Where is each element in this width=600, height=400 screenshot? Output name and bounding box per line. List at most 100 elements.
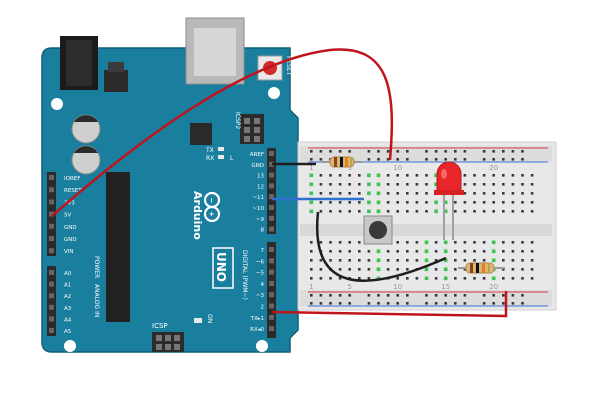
pin-label: IOREF xyxy=(64,176,80,182)
push-button-cap[interactable] xyxy=(369,221,387,239)
terminal-hole xyxy=(358,268,361,271)
terminal-hole xyxy=(511,277,515,280)
terminal-hole xyxy=(329,250,332,253)
terminal-hole xyxy=(530,277,534,280)
header-pin xyxy=(269,292,274,298)
connected-hole xyxy=(443,249,448,254)
connected-hole xyxy=(443,267,448,272)
header-pin xyxy=(49,187,54,193)
terminal-hole xyxy=(338,192,342,195)
terminal-hole xyxy=(521,241,524,244)
connected-hole xyxy=(376,276,381,281)
terminal-hole xyxy=(502,277,505,280)
pin-label: RESET xyxy=(64,188,82,194)
rail-hole xyxy=(425,302,428,305)
uno-badge: UNO xyxy=(212,247,234,289)
terminal-hole xyxy=(415,183,419,186)
pin-label: A3 xyxy=(64,306,72,312)
terminal-hole xyxy=(415,259,419,262)
terminal-hole xyxy=(310,259,313,262)
terminal-hole xyxy=(482,259,486,262)
terminal-hole xyxy=(425,201,428,204)
terminal-hole xyxy=(434,268,438,271)
pin-label: A0 xyxy=(64,271,72,277)
rail-hole xyxy=(454,302,457,305)
rail-hole xyxy=(338,294,342,297)
pin-label: 3V3 xyxy=(64,200,75,206)
terminal-hole xyxy=(338,241,342,244)
rail-hole xyxy=(482,158,486,161)
terminal-hole xyxy=(463,277,467,280)
header-pin xyxy=(49,223,54,229)
rail-hole xyxy=(444,294,447,297)
terminal-hole xyxy=(396,277,399,280)
header-pin xyxy=(269,280,274,286)
rail-hole xyxy=(492,294,495,297)
terminal-hole xyxy=(415,250,419,253)
pin-label: GND xyxy=(64,237,77,243)
rail-hole xyxy=(511,294,515,297)
header-pin xyxy=(49,316,54,322)
mounting-hole xyxy=(268,87,280,99)
header-pin xyxy=(269,247,274,252)
terminal-hole xyxy=(463,183,467,186)
rail-hole xyxy=(319,294,323,297)
terminal-hole xyxy=(463,250,467,253)
rail-hole xyxy=(367,158,371,161)
terminal-hole xyxy=(492,174,495,177)
pin-label: ~9 xyxy=(256,217,265,223)
terminal-hole xyxy=(386,174,390,177)
terminal-hole xyxy=(338,268,342,271)
column-number: 5 xyxy=(347,164,351,172)
header-pin xyxy=(269,303,274,309)
terminal-hole xyxy=(348,241,351,244)
power-rail-top xyxy=(300,146,552,162)
rail-hole xyxy=(492,158,495,161)
terminal-hole xyxy=(502,259,505,262)
terminal-hole xyxy=(463,174,467,177)
header-pin xyxy=(269,183,274,189)
terminal-hole xyxy=(338,174,342,177)
terminal-hole xyxy=(329,259,332,262)
rail-hole xyxy=(338,302,342,305)
terminal-hole xyxy=(492,183,495,186)
svg-text:UNO: UNO xyxy=(214,252,228,282)
rail-hole xyxy=(377,302,380,305)
rail-hole xyxy=(329,302,332,305)
terminal-hole xyxy=(396,259,399,262)
rail-hole xyxy=(377,158,380,161)
terminal-hole xyxy=(367,259,371,262)
terminal-hole xyxy=(319,174,323,177)
rail-hole xyxy=(310,294,313,297)
terminal-hole xyxy=(319,201,323,204)
connected-hole xyxy=(309,200,314,205)
terminal-hole xyxy=(530,250,534,253)
rail-hole xyxy=(396,158,399,161)
rail-hole xyxy=(511,158,515,161)
terminal-hole xyxy=(386,210,390,213)
red-led xyxy=(434,161,464,240)
connected-hole xyxy=(309,173,314,178)
power-rail-bottom xyxy=(300,290,552,306)
terminal-hole xyxy=(482,277,486,280)
connected-hole xyxy=(424,258,429,263)
tx-label: TX xyxy=(205,147,214,154)
connected-hole xyxy=(376,258,381,263)
terminal-hole xyxy=(473,250,476,253)
rail-hole xyxy=(521,302,524,305)
terminal-hole xyxy=(530,183,534,186)
header-pin xyxy=(49,248,54,254)
rail-hole xyxy=(396,294,399,297)
terminal-hole xyxy=(386,259,390,262)
rail-hole xyxy=(454,150,457,153)
terminal-hole xyxy=(415,192,419,195)
terminal-hole xyxy=(367,268,371,271)
digital-header-bottom xyxy=(267,242,276,338)
terminal-hole xyxy=(434,277,438,280)
terminal-hole xyxy=(406,183,409,186)
push-button[interactable] xyxy=(363,215,393,245)
terminal-hole xyxy=(473,259,476,262)
terminal-hole xyxy=(358,241,361,244)
rail-hole xyxy=(463,150,467,153)
